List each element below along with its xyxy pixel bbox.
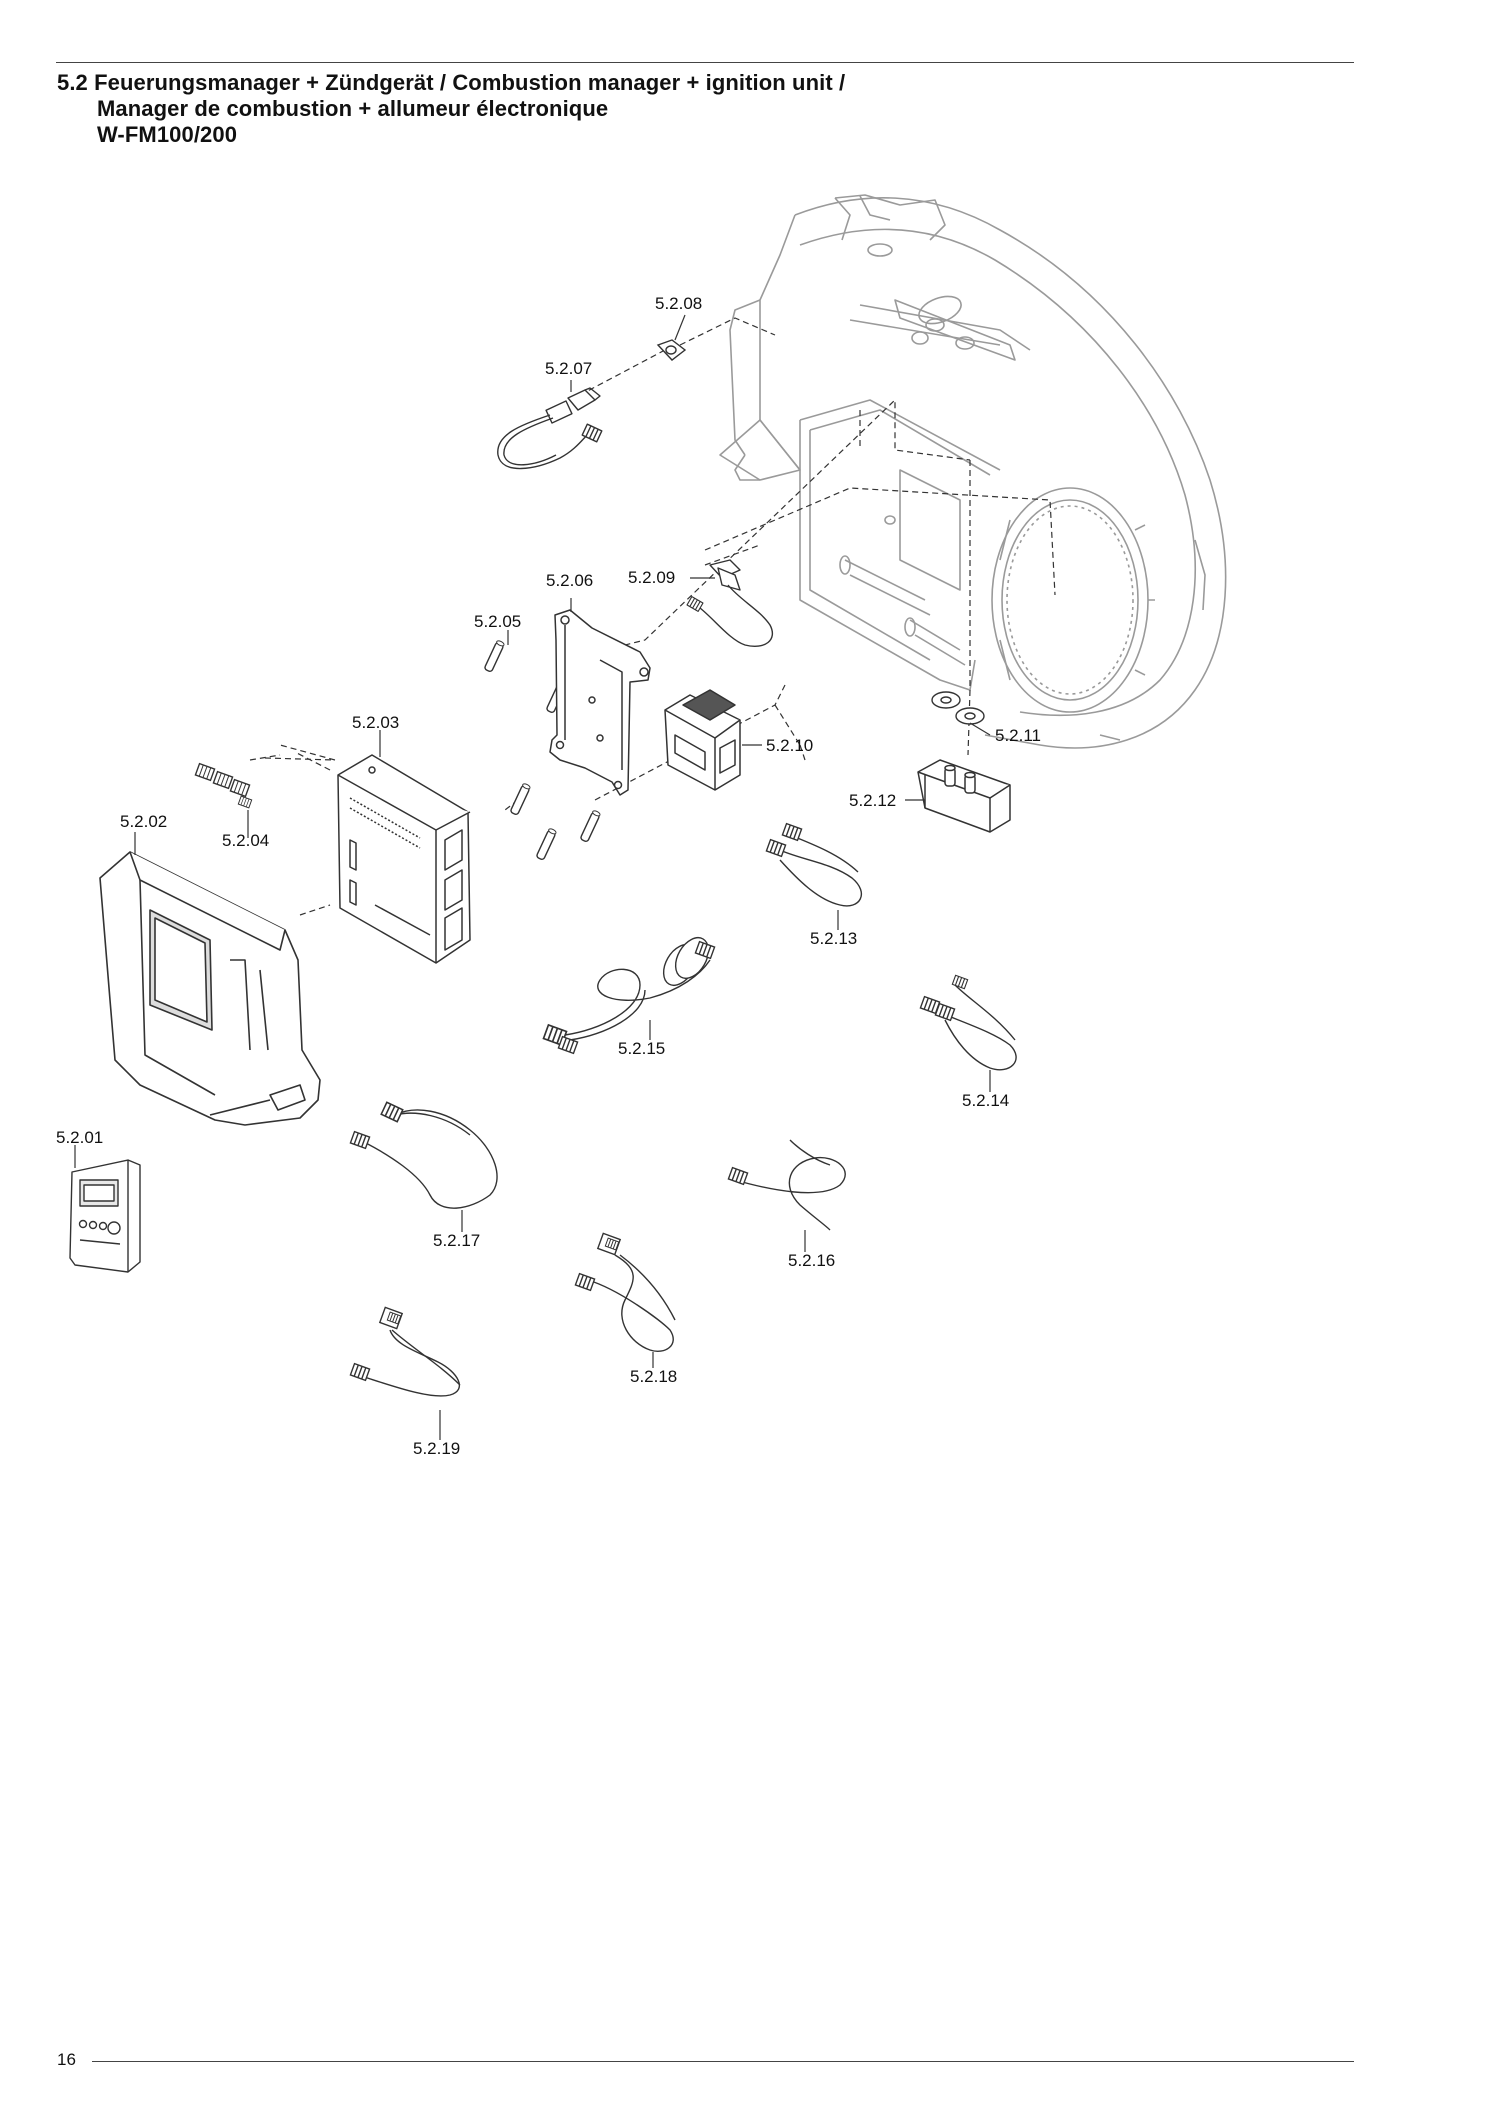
callout-5-2-08: 5.2.08 — [655, 294, 702, 313]
part-mounting-plate — [549, 609, 651, 796]
callout-5-2-06: 5.2.06 — [546, 571, 593, 590]
part-cable-13 — [765, 822, 863, 907]
callout-5-2-01: 5.2.01 — [56, 1128, 103, 1147]
burner-housing — [719, 194, 1227, 749]
part-washers — [931, 691, 985, 725]
callout-5-2-11: 5.2.11 — [995, 726, 1041, 745]
bottom-rule — [92, 2061, 1354, 2062]
part-cable-16 — [727, 1139, 846, 1231]
part-display-module — [69, 1159, 141, 1273]
callout-5-2-04: 5.2.04 — [222, 831, 269, 850]
section-heading: 5.2 Feuerungsmanager + Zündgerät / Combu… — [57, 70, 1347, 148]
page-number: 16 — [57, 2050, 76, 2069]
part-cover — [99, 851, 321, 1126]
assembly-lines — [249, 317, 1056, 916]
part-transformer-box — [917, 759, 1011, 833]
callout-5-2-19: 5.2.19 — [413, 1439, 460, 1458]
part-cable-15 — [542, 937, 716, 1055]
callout-5-2-15: 5.2.15 — [618, 1039, 665, 1058]
callout-5-2-16: 5.2.16 — [788, 1251, 835, 1270]
part-sensor-lead — [686, 559, 773, 647]
heading-line-1: 5.2 Feuerungsmanager + Zündgerät / Combu… — [57, 70, 846, 95]
leader-lines — [74, 314, 991, 1440]
part-cable-19 — [349, 1306, 461, 1397]
callout-5-2-10: 5.2.10 — [766, 736, 813, 755]
callout-5-2-18: 5.2.18 — [630, 1367, 677, 1386]
callout-5-2-17: 5.2.17 — [433, 1231, 480, 1250]
callout-5-2-05: 5.2.05 — [474, 612, 521, 631]
part-ignition-unit — [664, 689, 741, 791]
part-cable-14 — [919, 974, 1017, 1071]
top-rule — [56, 62, 1354, 63]
part-control-unit — [337, 754, 471, 964]
callout-5-2-03: 5.2.03 — [352, 713, 399, 732]
part-plug-connectors — [194, 762, 253, 809]
callout-5-2-09: 5.2.09 — [628, 568, 675, 587]
callout-5-2-14: 5.2.14 — [962, 1091, 1009, 1110]
callout-5-2-02: 5.2.02 — [120, 812, 167, 831]
part-cable-18 — [574, 1232, 676, 1352]
heading-line-3: W-FM100/200 — [97, 122, 238, 147]
callout-5-2-12: 5.2.12 — [849, 791, 896, 810]
part-flame-sensor — [497, 387, 603, 470]
callout-5-2-13: 5.2.13 — [810, 929, 857, 948]
heading-line-2: Manager de combustion + allumeur électro… — [97, 96, 609, 121]
part-cable-17 — [349, 1101, 498, 1209]
part-gasket — [656, 339, 687, 361]
callout-5-2-07: 5.2.07 — [545, 359, 592, 378]
